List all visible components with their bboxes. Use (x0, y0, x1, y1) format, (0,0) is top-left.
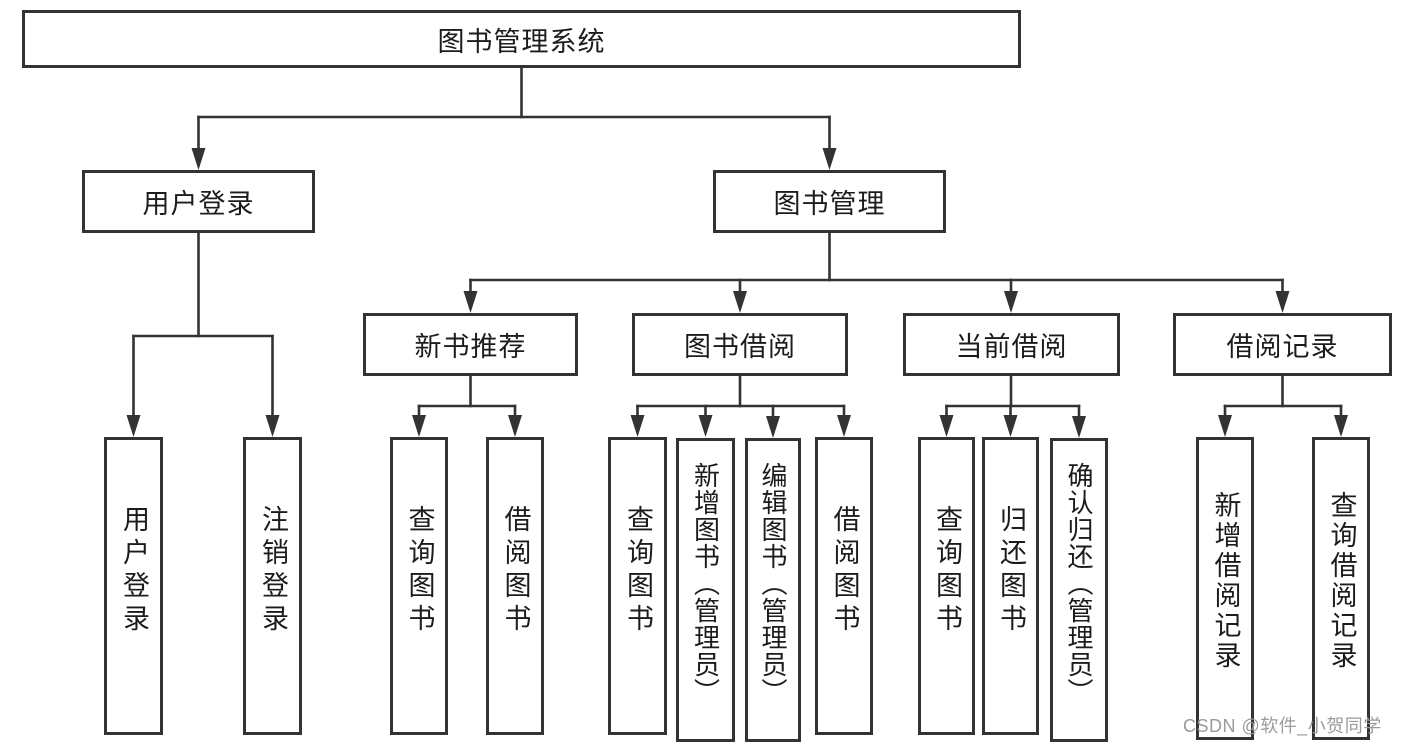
leaf-query-books-current-label: 查询图书 (932, 505, 962, 637)
leaf-query-books-current: 查询图书 (918, 437, 975, 735)
node-new-book-recommend: 新书推荐 (363, 313, 578, 376)
leaf-return-books: 归还图书 (982, 437, 1039, 735)
leaf-add-books-admin-label: 新增图书（管理员） (690, 461, 721, 705)
node-borrowing-records: 借阅记录 (1173, 313, 1392, 376)
leaf-confirm-return-admin-label: 确认归还（管理员） (1064, 461, 1094, 705)
leaf-query-borrow-record: 查询借阅记录 (1312, 437, 1370, 740)
node-new-book-recommend-label: 新书推荐 (414, 332, 527, 362)
node-root: 图书管理系统 (22, 10, 1021, 68)
leaf-logout-login: 注销登录 (243, 437, 302, 735)
leaf-query-books-recommend: 查询图书 (390, 437, 448, 735)
node-book-management: 图书管理 (713, 170, 946, 233)
leaf-borrow-books-borrowing-label: 借阅图书 (829, 505, 860, 637)
node-root-label: 图书管理系统 (437, 26, 606, 57)
leaf-borrow-books-recommend-label: 借阅图书 (500, 505, 531, 637)
leaf-user-login: 用户登录 (104, 437, 163, 735)
node-book-borrowing: 图书借阅 (632, 313, 848, 376)
leaf-query-books-borrowing: 查询图书 (608, 437, 667, 735)
leaf-logout-login-label: 注销登录 (258, 505, 288, 637)
leaf-add-borrow-record-label: 新增借阅记录 (1210, 490, 1241, 671)
node-book-management-label: 图书管理 (773, 189, 886, 219)
leaf-edit-books-admin: 编辑图书（管理员） (745, 438, 801, 742)
leaf-query-books-borrowing-label: 查询图书 (623, 505, 653, 637)
watermark: CSDN @软件_小贺同学 (1183, 716, 1382, 736)
leaf-add-borrow-record: 新增借阅记录 (1196, 437, 1254, 740)
node-borrowing-records-label: 借阅记录 (1226, 332, 1339, 362)
leaf-return-books-label: 归还图书 (996, 505, 1026, 637)
node-current-borrowing-label: 当前借阅 (955, 332, 1068, 362)
leaf-confirm-return-admin: 确认归还（管理员） (1050, 438, 1108, 742)
leaf-borrow-books-borrowing: 借阅图书 (815, 437, 873, 735)
leaf-edit-books-admin-label: 编辑图书（管理员） (758, 461, 788, 705)
node-user-login-label: 用户登录 (142, 189, 255, 219)
node-user-login: 用户登录 (82, 170, 315, 233)
leaf-query-books-recommend-label: 查询图书 (404, 505, 435, 637)
leaf-add-books-admin: 新增图书（管理员） (676, 438, 735, 742)
node-book-borrowing-label: 图书借阅 (684, 332, 796, 362)
node-current-borrowing: 当前借阅 (903, 313, 1120, 376)
leaf-borrow-books-recommend: 借阅图书 (486, 437, 544, 735)
leaf-user-login-label: 用户登录 (119, 505, 149, 637)
leaf-query-borrow-record-label: 查询借阅记录 (1326, 490, 1357, 671)
